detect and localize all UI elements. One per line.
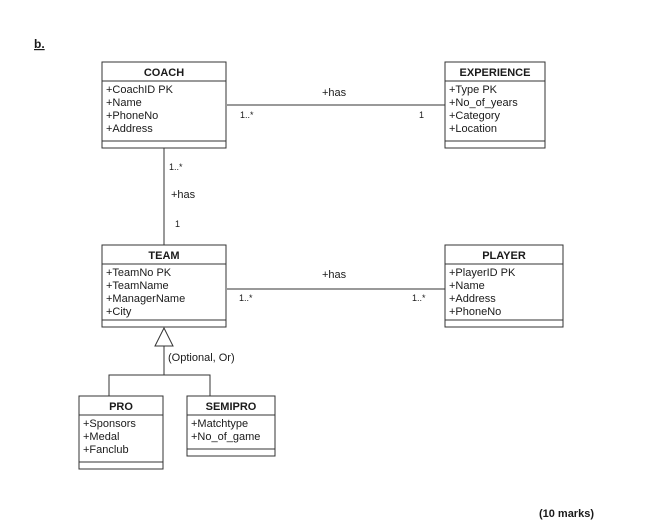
question-label: b. [34,37,45,51]
generalization-branches [108,374,211,396]
mult-coach-experience-coach-end: 1..* [240,110,254,120]
class-coach-name: COACH [144,67,184,79]
class-player-attribute: +Address [449,293,496,305]
class-pro-frame [78,395,164,470]
class-experience-attribute: +Location [449,123,497,135]
class-semipro-frame [186,395,276,457]
class-player: PLAYER +PlayerID PK+Name+Address+PhoneNo [444,244,564,328]
class-boxes: COACH+CoachID PK+Name+PhoneNo+AddressEXP… [78,61,564,470]
class-coach-attribute: +PhoneNo [106,110,158,122]
class-player-attribute: +PlayerID PK [449,267,516,279]
class-coach-attribute: +Name [106,97,142,109]
class-experience-attribute: +No_of_years [449,97,518,109]
class-pro-attribute: +Sponsors [83,418,136,430]
class-team-attribute: +TeamName [106,280,169,292]
class-pro-attribute: +Fanclub [83,444,129,456]
mult-coach-team-coach-end: 1..* [169,162,183,172]
class-pro: PRO +Sponsors+Medal+Fanclub [78,395,164,470]
mult-team-player-player-end: 1..* [412,293,426,303]
class-player-attribute: +Name [449,280,485,292]
generalization-constraint: (Optional, Or) [168,352,235,364]
class-player-name: PLAYER [482,250,526,262]
class-team-attribute: +TeamNo PK [106,267,172,279]
class-experience-name: EXPERIENCE [460,67,531,79]
class-semipro-attribute: +Matchtype [191,418,248,430]
mult-coach-team-team-end: 1 [175,219,180,229]
class-coach-frame [101,61,227,149]
class-team-attribute: +ManagerName [106,293,185,305]
assoc-coach-team-label: +has [171,189,196,201]
class-player-frame [444,244,564,328]
marks-label: (10 marks) [539,508,594,520]
class-pro-attribute: +Medal [83,431,119,443]
class-coach-attribute: +CoachID PK [106,84,174,96]
assoc-team-player-label: +has [322,269,347,281]
class-team-name: TEAM [148,250,179,262]
class-experience-attribute: +Category [449,110,501,122]
class-semipro-name: SEMIPRO [206,401,257,413]
class-team: TEAM +TeamNo PK+TeamName+ManagerName+City [101,244,227,328]
generalization-triangle [154,326,174,347]
mult-coach-experience-experience-end: 1 [419,110,424,120]
class-semipro: SEMIPRO +Matchtype+No_of_game [186,395,276,457]
mult-team-player-team-end: 1..* [239,293,253,303]
class-team-attribute: +City [106,306,132,318]
class-semipro-attribute: +No_of_game [191,431,260,443]
assoc-coach-experience-label: +has [322,87,347,99]
class-experience-attribute: +Type PK [449,84,498,96]
class-pro-name: PRO [109,401,133,413]
class-experience: EXPERIENCE +Type PK+No_of_years+Category+… [444,61,546,149]
class-team-frame [101,244,227,328]
class-coach-attribute: +Address [106,123,153,135]
class-experience-frame [444,61,546,149]
class-coach: COACH +CoachID PK+Name+PhoneNo+Address [101,61,227,149]
class-player-attribute: +PhoneNo [449,306,501,318]
